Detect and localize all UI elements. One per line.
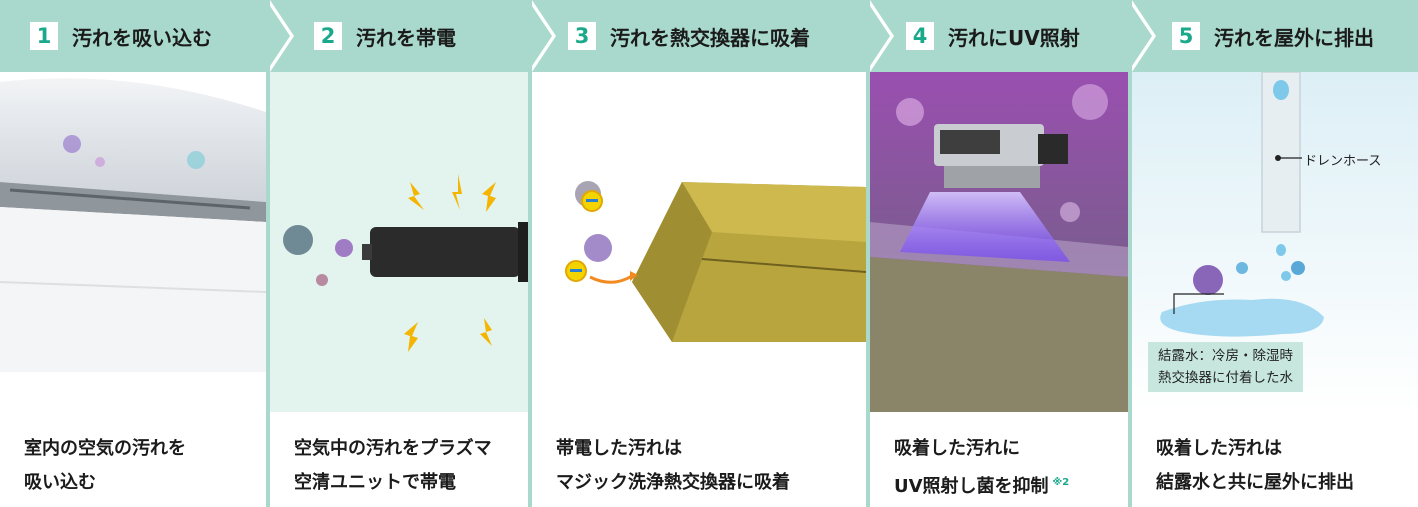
- condensate-note-line-2: 熱交換器に付着した水: [1158, 370, 1293, 386]
- step-3-title: 汚れを熱交換器に吸着: [610, 25, 810, 50]
- step-4: 4 汚れにUV照射: [866, 0, 1156, 507]
- step-1: 1 汚れを吸い込む 室内の: [0, 0, 294, 507]
- step-2-caption: 空気中の汚れをプラズマ 空清ユニットで帯電: [270, 412, 528, 507]
- footnote-marker: ※2: [1052, 477, 1070, 488]
- step-2-caption-line-1: 空気中の汚れをプラズマ: [294, 438, 492, 459]
- step-1-title: 汚れを吸い込む: [72, 25, 212, 50]
- step-2: 2 汚れを帯電 空気中の汚れをプラズマ: [266, 0, 556, 507]
- condensate-note-line-1: 結露水：冷房・除湿時: [1158, 348, 1293, 364]
- step-3-header: 3 汚れを熱交換器に吸着: [532, 0, 894, 72]
- step-1-caption-line-1: 室内の空気の汚れを: [24, 438, 186, 459]
- step-2-image: [270, 72, 528, 412]
- drain-hose-label: ドレンホース: [1304, 154, 1382, 169]
- step-4-number: 4: [906, 22, 934, 50]
- step-4-caption: 吸着した汚れに UV照射し菌を抑制※2: [870, 412, 1128, 507]
- step-1-image: [0, 72, 266, 412]
- step-1-header: 1 汚れを吸い込む: [0, 0, 294, 72]
- step-4-caption-line-2: UV照射し菌を抑制※2: [894, 466, 1128, 504]
- step-5-header: 5 汚れを屋外に排出: [1132, 0, 1418, 72]
- step-5-image: ドレンホース 結露水：冷房・除湿時 熱交換器に付着した水: [1132, 72, 1418, 412]
- step-5: 5 汚れを屋外に排出: [1128, 0, 1418, 507]
- step-4-header: 4 汚れにUV照射: [870, 0, 1156, 72]
- step-4-caption-line-1: 吸着した汚れに: [894, 438, 1020, 459]
- step-3-caption: 帯電した汚れは マジック洗浄熱交換器に吸着: [532, 412, 866, 507]
- step-2-title: 汚れを帯電: [356, 25, 456, 50]
- air-conditioner-illustration: [0, 72, 266, 412]
- step-4-title: 汚れにUV照射: [948, 25, 1080, 50]
- step-3-number: 3: [568, 22, 596, 50]
- step-5-caption-line-1: 吸着した汚れは: [1156, 438, 1282, 459]
- step-2-caption-line-2: 空清ユニットで帯電: [294, 472, 456, 493]
- step-3-caption-line-2: マジック洗浄熱交換器に吸着: [556, 472, 790, 493]
- step-5-caption-line-2: 結露水と共に屋外に排出: [1156, 472, 1354, 493]
- step-1-caption-line-2: 吸い込む: [24, 472, 96, 493]
- step-1-number: 1: [30, 22, 58, 50]
- heat-exchanger-illustration: [565, 181, 866, 342]
- step-5-caption: 吸着した汚れは 結露水と共に屋外に排出: [1132, 412, 1418, 507]
- uv-illumination-illustration: [870, 72, 1128, 412]
- step-3: 3 汚れを熱交換器に吸着 帯電した汚れは マジック洗浄熱交換器に吸: [528, 0, 894, 507]
- condensate-note: 結露水：冷房・除湿時 熱交換器に付着した水: [1148, 342, 1303, 392]
- step-3-caption-line-1: 帯電した汚れは: [556, 438, 682, 459]
- step-2-header: 2 汚れを帯電: [270, 0, 556, 72]
- plasma-unit-illustration: [283, 174, 528, 352]
- step-5-number: 5: [1172, 22, 1200, 50]
- step-4-image: [870, 72, 1128, 412]
- step-1-caption: 室内の空気の汚れを 吸い込む: [0, 412, 266, 507]
- step-5-title: 汚れを屋外に排出: [1214, 25, 1374, 50]
- step-4-caption-line-2-text: UV照射し菌を抑制: [894, 476, 1049, 497]
- step-3-image: [532, 72, 866, 412]
- step-2-number: 2: [314, 22, 342, 50]
